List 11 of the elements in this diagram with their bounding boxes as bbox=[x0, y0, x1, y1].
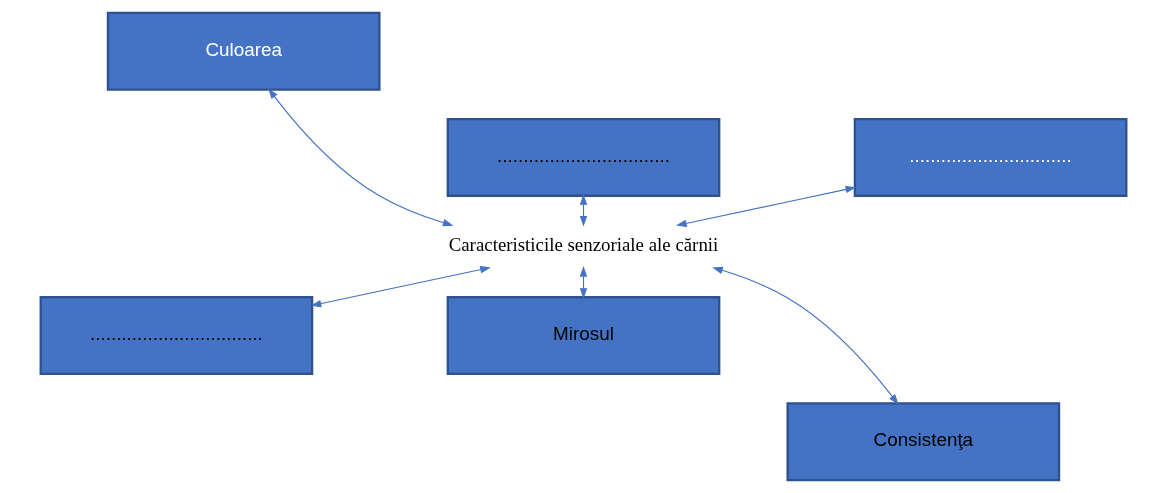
node-text: Caracteristicile senzoriale ale cărnii bbox=[448, 233, 719, 255]
arrow bbox=[675, 185, 857, 228]
node-box: ............................... bbox=[853, 117, 1128, 197]
node-box: Mirosul bbox=[446, 296, 721, 376]
arrow bbox=[712, 266, 899, 405]
node-box: Culoarea bbox=[106, 11, 381, 91]
node-box: Consistenţa bbox=[786, 402, 1061, 482]
node-box: ................................. bbox=[39, 296, 314, 376]
arrow bbox=[268, 88, 454, 227]
node-box: ................................. bbox=[446, 117, 721, 197]
arrow bbox=[310, 266, 491, 308]
